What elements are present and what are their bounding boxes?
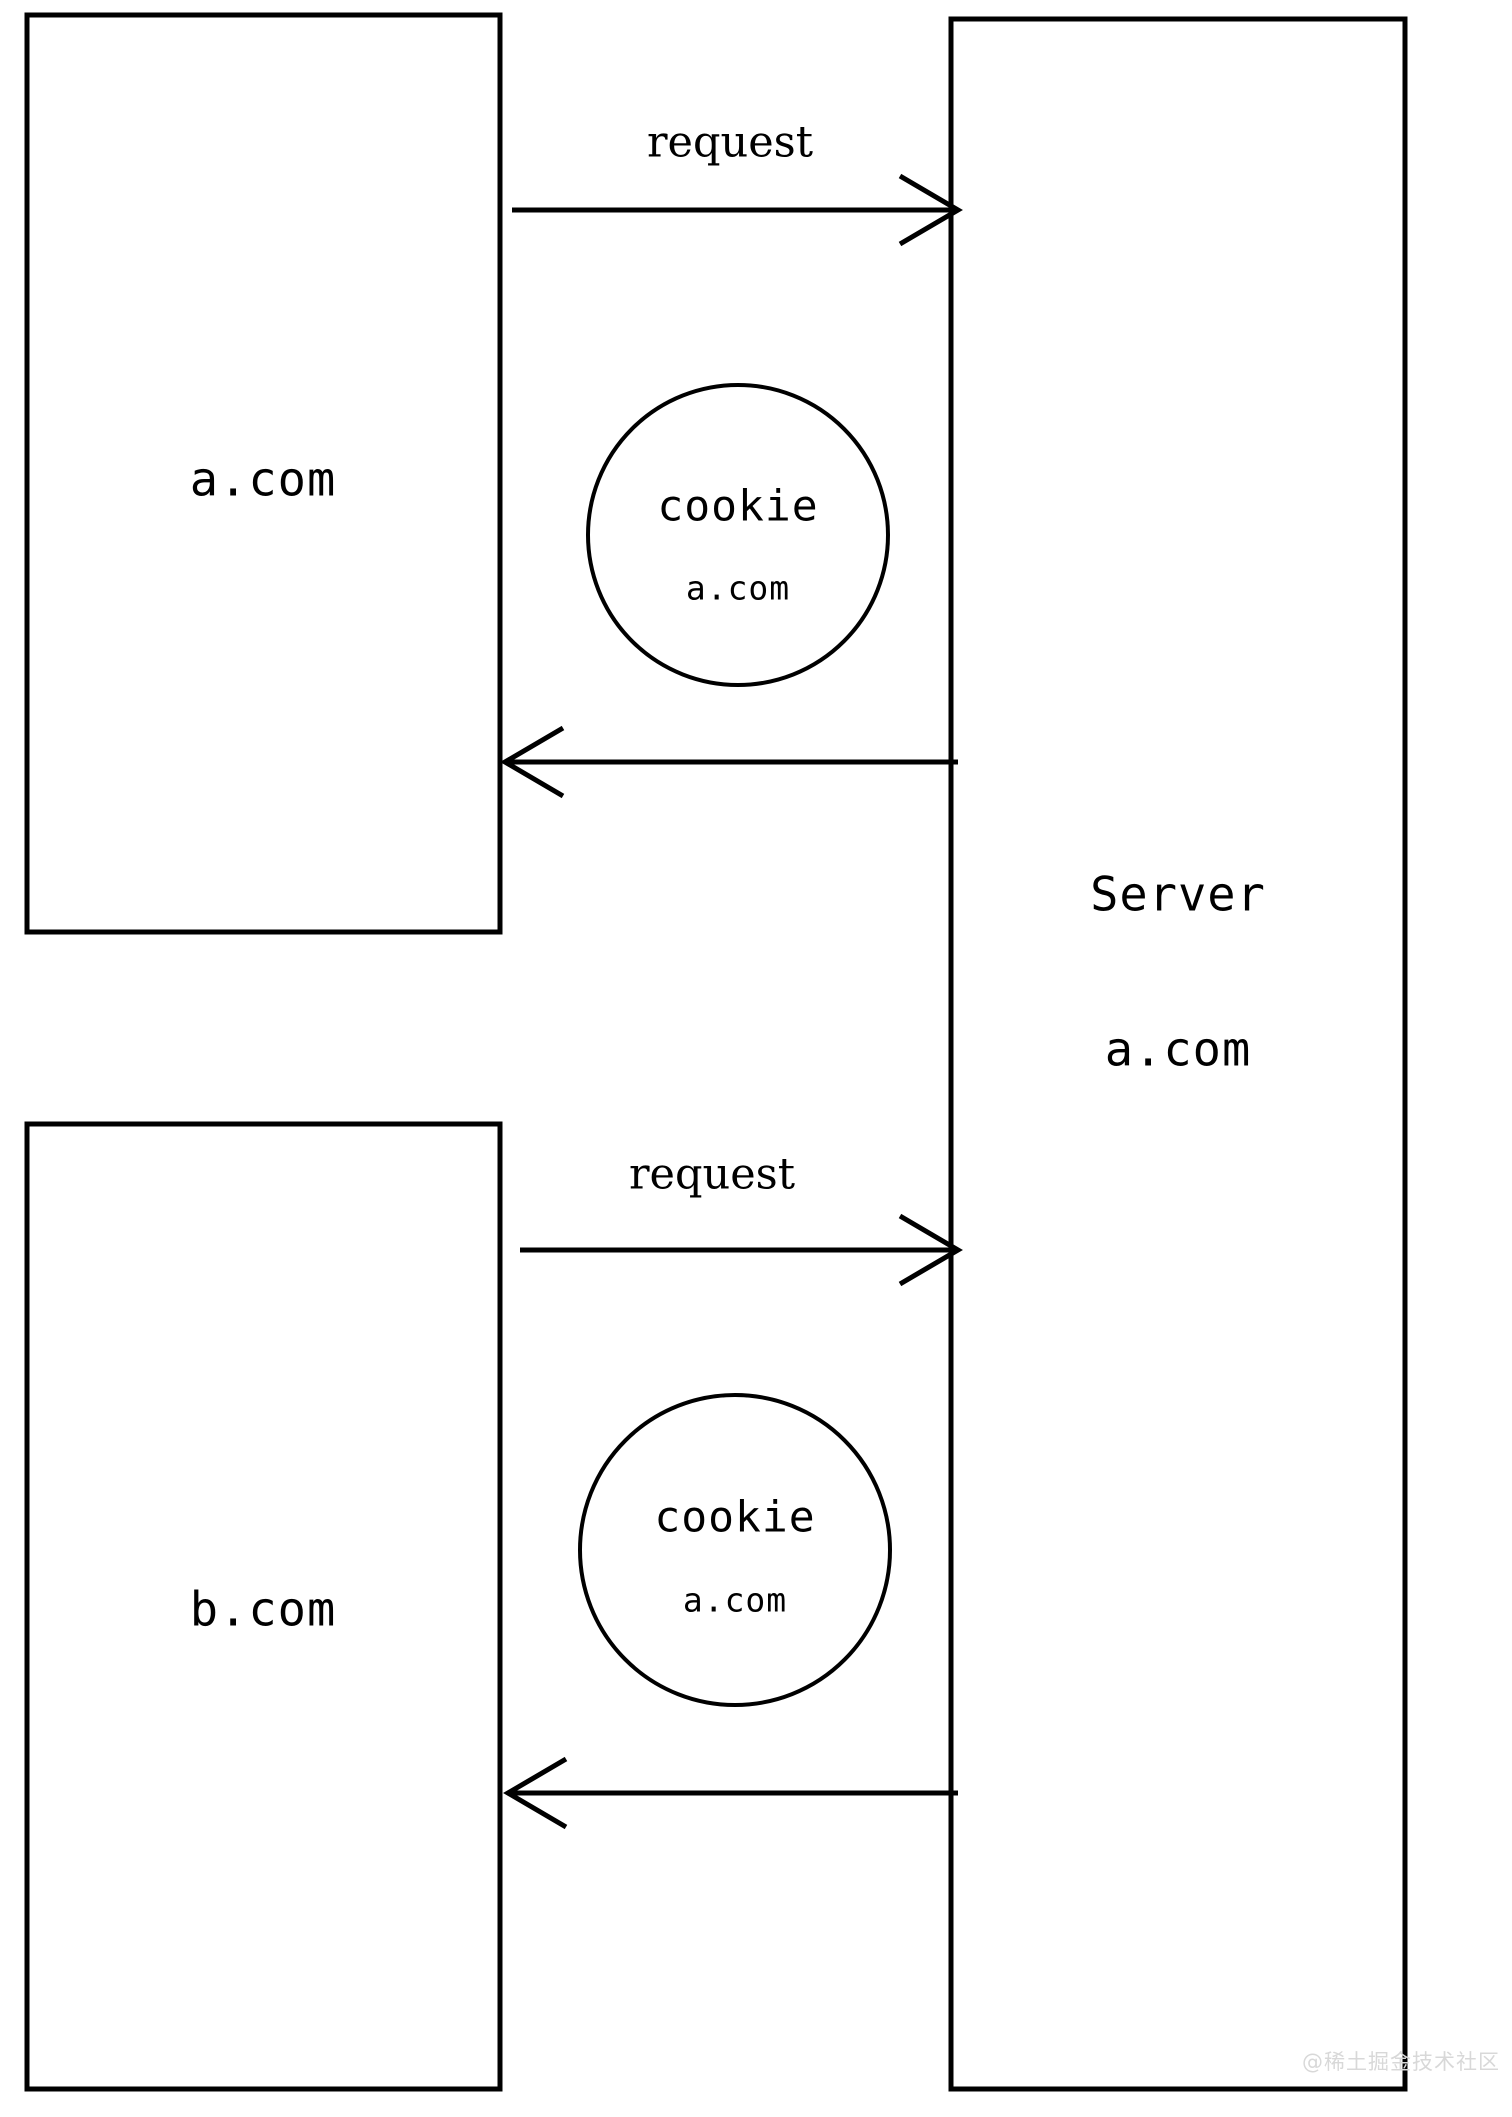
node-box-server	[948, 16, 1408, 2092]
cookie-label-title-top: cookie	[657, 481, 819, 532]
node-label-client-a: a.com	[189, 452, 337, 508]
node-label-server-title: Server	[1090, 867, 1266, 923]
edge-label-request-bottom: request	[628, 1149, 796, 1200]
watermark-text: @稀土掘金技术社区	[1302, 2050, 1500, 2074]
arrowhead-response-bottom	[503, 1756, 568, 1830]
edge-label-request-top: request	[646, 117, 814, 168]
node-label-server-domain: a.com	[1104, 1022, 1252, 1078]
cookie-circle-top	[586, 383, 890, 687]
node-label-client-b: b.com	[189, 1582, 337, 1638]
cookie-circle-bottom	[578, 1393, 892, 1707]
arrowhead-request-bottom	[898, 1213, 963, 1287]
cookie-label-title-bottom: cookie	[654, 1492, 816, 1543]
arrowhead-response-top	[500, 725, 565, 799]
node-box-client-a	[24, 12, 503, 935]
cookie-label-domain-top: a.com	[685, 568, 791, 608]
node-box-client-b	[24, 1121, 503, 2092]
arrowhead-request-top	[898, 173, 963, 247]
cookie-label-domain-bottom: a.com	[682, 1580, 788, 1620]
